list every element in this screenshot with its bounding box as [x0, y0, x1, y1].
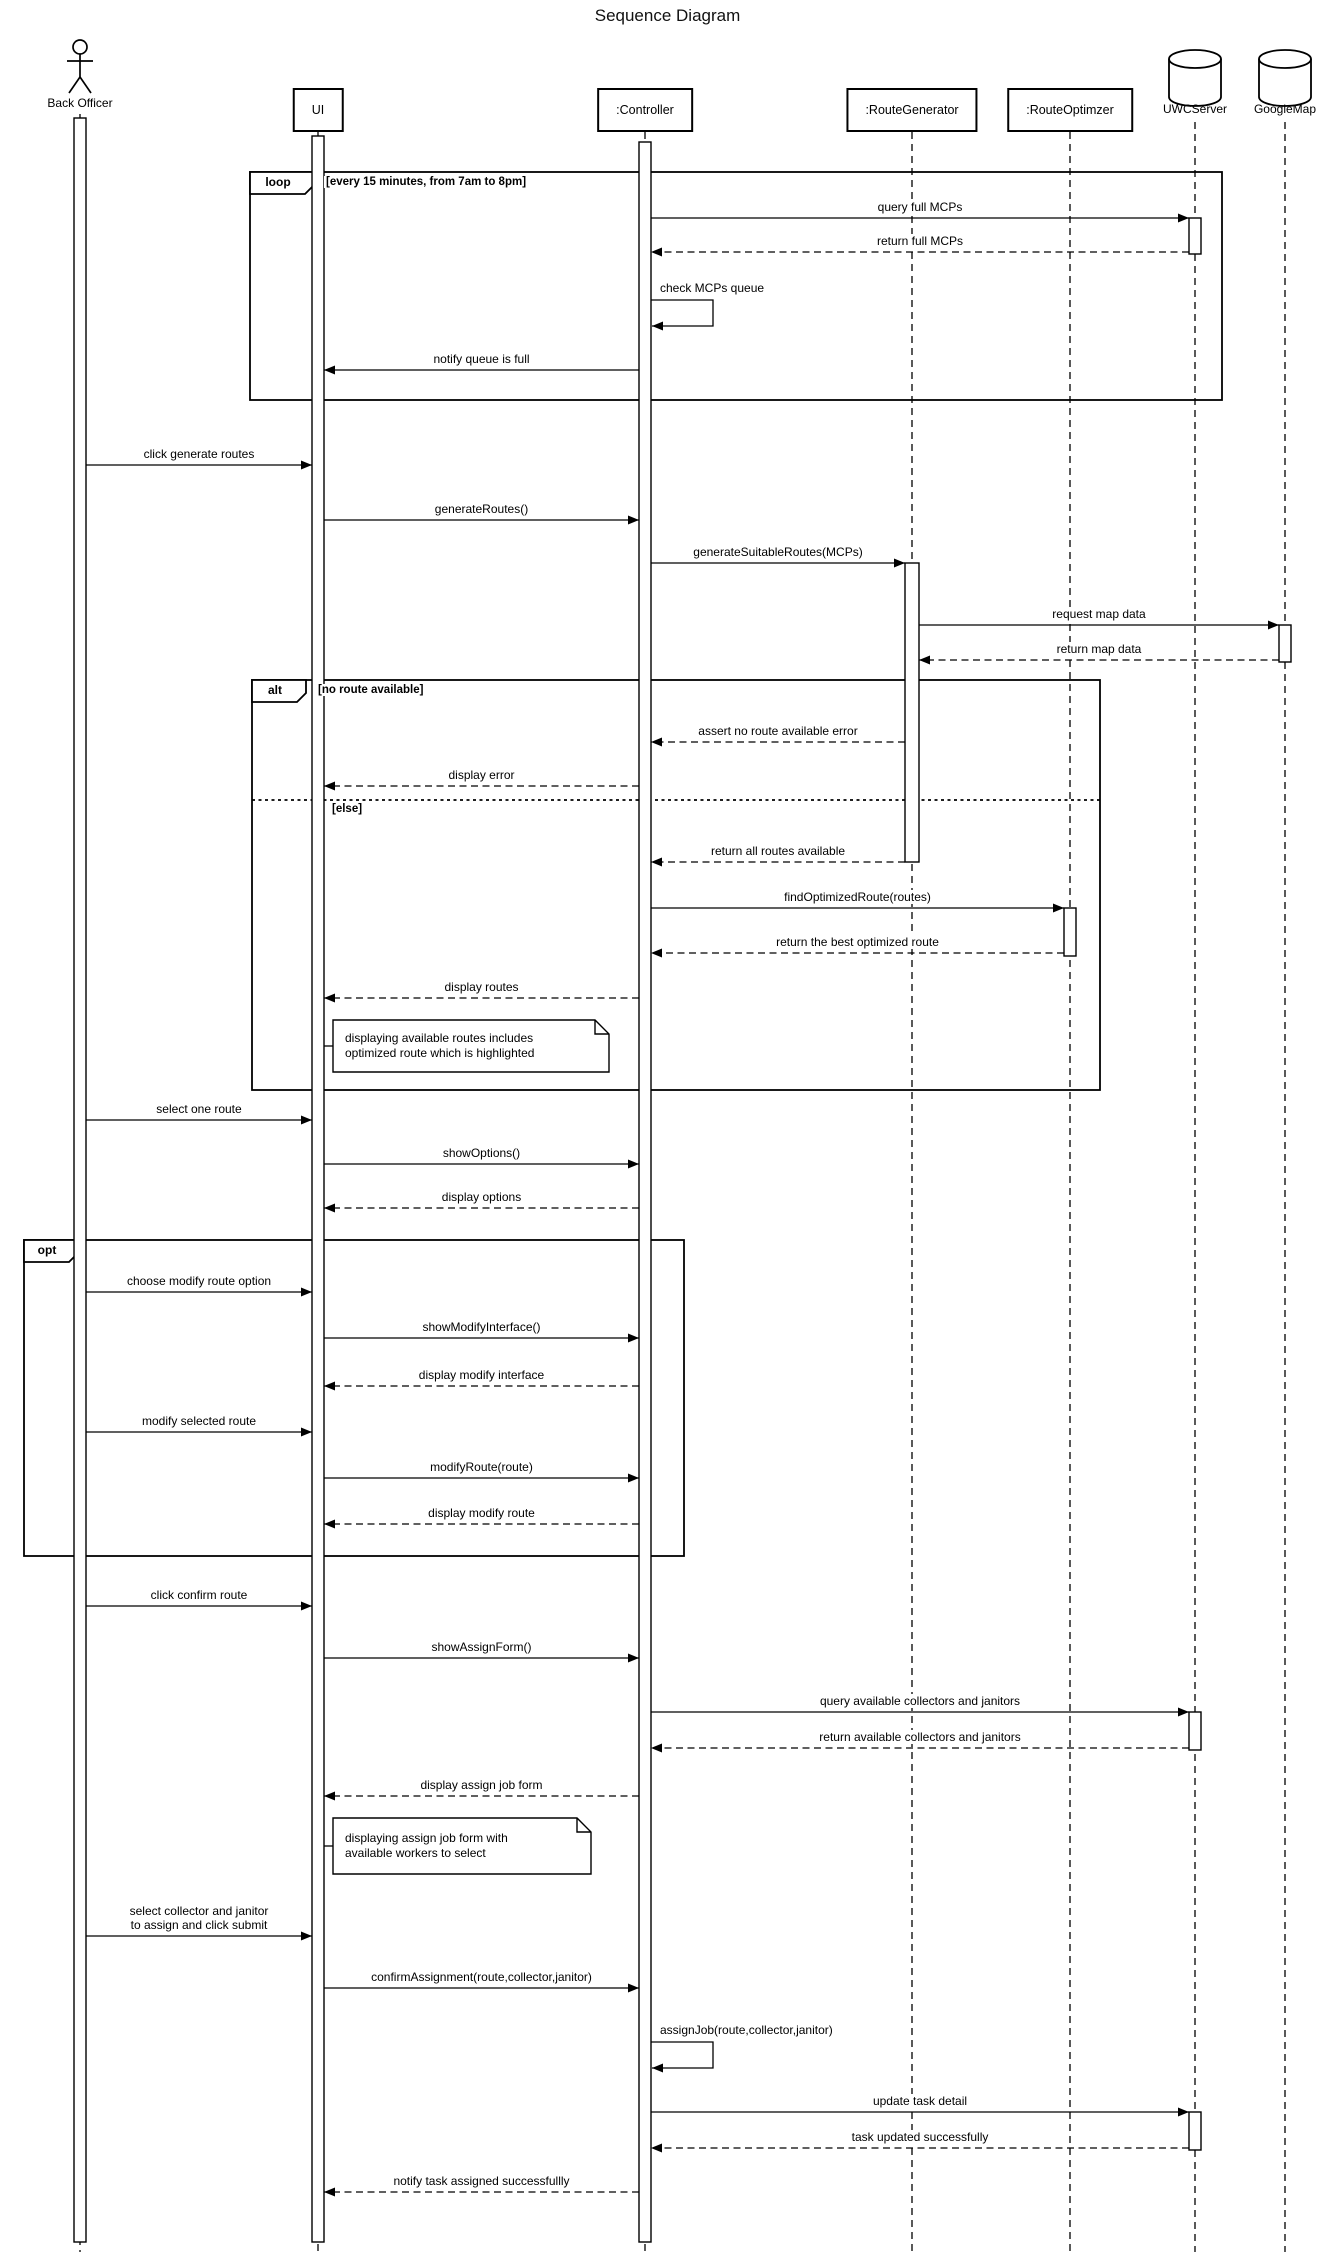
- fragment-alt-else-label: [else]: [330, 803, 365, 815]
- message-label: click generate routes: [140, 447, 258, 461]
- activation-bar-ui: [311, 135, 325, 2243]
- fragment-opt-frame: [23, 1239, 685, 1557]
- activation-bar-uwcserver: [1188, 217, 1202, 255]
- message-label: display error: [445, 768, 518, 782]
- fragment-loop-frame: [249, 171, 1223, 401]
- activation-bar-uwcserver: [1188, 2111, 1202, 2151]
- message-label: return all routes available: [707, 844, 849, 858]
- activation-bar-controller: [638, 141, 652, 2243]
- message-label: check MCPs queue: [657, 281, 768, 295]
- activation-bars: [73, 117, 1292, 2243]
- actor-icon: [67, 39, 93, 94]
- diagram-title: Sequence Diagram: [594, 6, 741, 25]
- fragment-alt-keyword: alt: [267, 683, 282, 697]
- message-label: modifyRoute(route): [427, 1460, 536, 1474]
- note-text: displaying assign job form with availabl…: [345, 1831, 508, 1860]
- message-label: query full MCPs: [874, 200, 966, 214]
- message-label: findOptimizedRoute(routes): [781, 890, 934, 904]
- fragment-loop-pentagon: [249, 171, 315, 195]
- note-fold-corner: [576, 1818, 591, 1833]
- activation-bar-googlemap: [1278, 624, 1292, 663]
- message-label: assert no route available error: [695, 724, 861, 738]
- message-label: notify queue is full: [430, 352, 533, 366]
- database-icon-top: [1258, 49, 1312, 69]
- note-text: displaying available routes includes opt…: [345, 1031, 535, 1060]
- self-message-arrow: [651, 299, 714, 331]
- activation-bar-routeopt: [1063, 907, 1077, 957]
- note-box: [332, 1817, 592, 1875]
- database-icon-top: [1168, 49, 1222, 69]
- message-label: request map data: [1049, 607, 1149, 621]
- activation-bar-routegen: [904, 562, 920, 863]
- message-label: task updated successfully: [848, 2130, 992, 2144]
- participant-shapes: [67, 39, 1312, 107]
- participant-box-routeopt: :RouteOptimzer: [1007, 88, 1133, 132]
- message-arrows: [86, 213, 1279, 2197]
- self-message-arrow: [651, 2041, 714, 2073]
- participant-label-backofficer: Back Officer: [47, 96, 113, 110]
- participant-box-routegen: :RouteGenerator: [846, 88, 978, 132]
- participant-label-uwcserver: UWCServer: [1162, 102, 1228, 116]
- message-label: click confirm route: [147, 1588, 251, 1602]
- message-label: showModifyInterface(): [419, 1320, 544, 1334]
- message-label: return available collectors and janitors: [816, 1730, 1024, 1744]
- message-label: notify task assigned successfullly: [390, 2174, 573, 2188]
- fragment-alt-guard: [no route available]: [316, 684, 426, 696]
- activation-bar-backofficer: [73, 117, 87, 2243]
- message-label: update task detail: [869, 2094, 971, 2108]
- message-label: showOptions(): [439, 1146, 524, 1160]
- message-label: select one route: [153, 1102, 245, 1116]
- message-label: generateRoutes(): [431, 502, 532, 516]
- database-icon: [1258, 59, 1312, 107]
- message-label: assignJob(route,collector,janitor): [657, 2023, 836, 2037]
- message-label: return the best optimized route: [773, 935, 942, 949]
- fragment-opt-keyword: opt: [37, 1243, 57, 1257]
- participant-box-controller: :Controller: [597, 88, 693, 132]
- message-label: display modify route: [425, 1506, 538, 1520]
- database-icon: [1168, 59, 1222, 107]
- message-label: display modify interface: [415, 1368, 548, 1382]
- note-box: [332, 1019, 610, 1073]
- message-label: modify selected route: [138, 1414, 260, 1428]
- message-label: choose modify route option: [123, 1274, 275, 1288]
- note-fold-corner: [594, 1020, 609, 1035]
- message-label: query available collectors and janitors: [816, 1694, 1024, 1708]
- message-label: showAssignForm(): [428, 1640, 535, 1654]
- fragment-loop-keyword: loop: [265, 175, 291, 189]
- activation-bar-uwcserver: [1188, 1711, 1202, 1751]
- message-label: return map data: [1053, 642, 1145, 656]
- fragment-alt-frame: [251, 679, 1101, 1091]
- fragment-frames: [23, 171, 1223, 1557]
- message-label: display assign job form: [417, 1778, 546, 1792]
- message-label: return full MCPs: [873, 234, 967, 248]
- message-label: display routes: [441, 980, 522, 994]
- participant-box-ui: UI: [292, 88, 344, 132]
- fragment-loop-guard: [every 15 minutes, from 7am to 8pm]: [324, 176, 529, 188]
- participant-label-googlemap: GoogleMap: [1253, 102, 1317, 116]
- message-label: generateSuitableRoutes(MCPs): [690, 545, 866, 559]
- note-shapes: [324, 1019, 610, 1875]
- message-label: confirmAssignment(route,collector,janito…: [368, 1970, 595, 1984]
- message-label: display options: [438, 1190, 525, 1204]
- message-label: select collector and janitor to assign a…: [126, 1904, 272, 1932]
- fragment-alt-pentagon: [251, 679, 307, 703]
